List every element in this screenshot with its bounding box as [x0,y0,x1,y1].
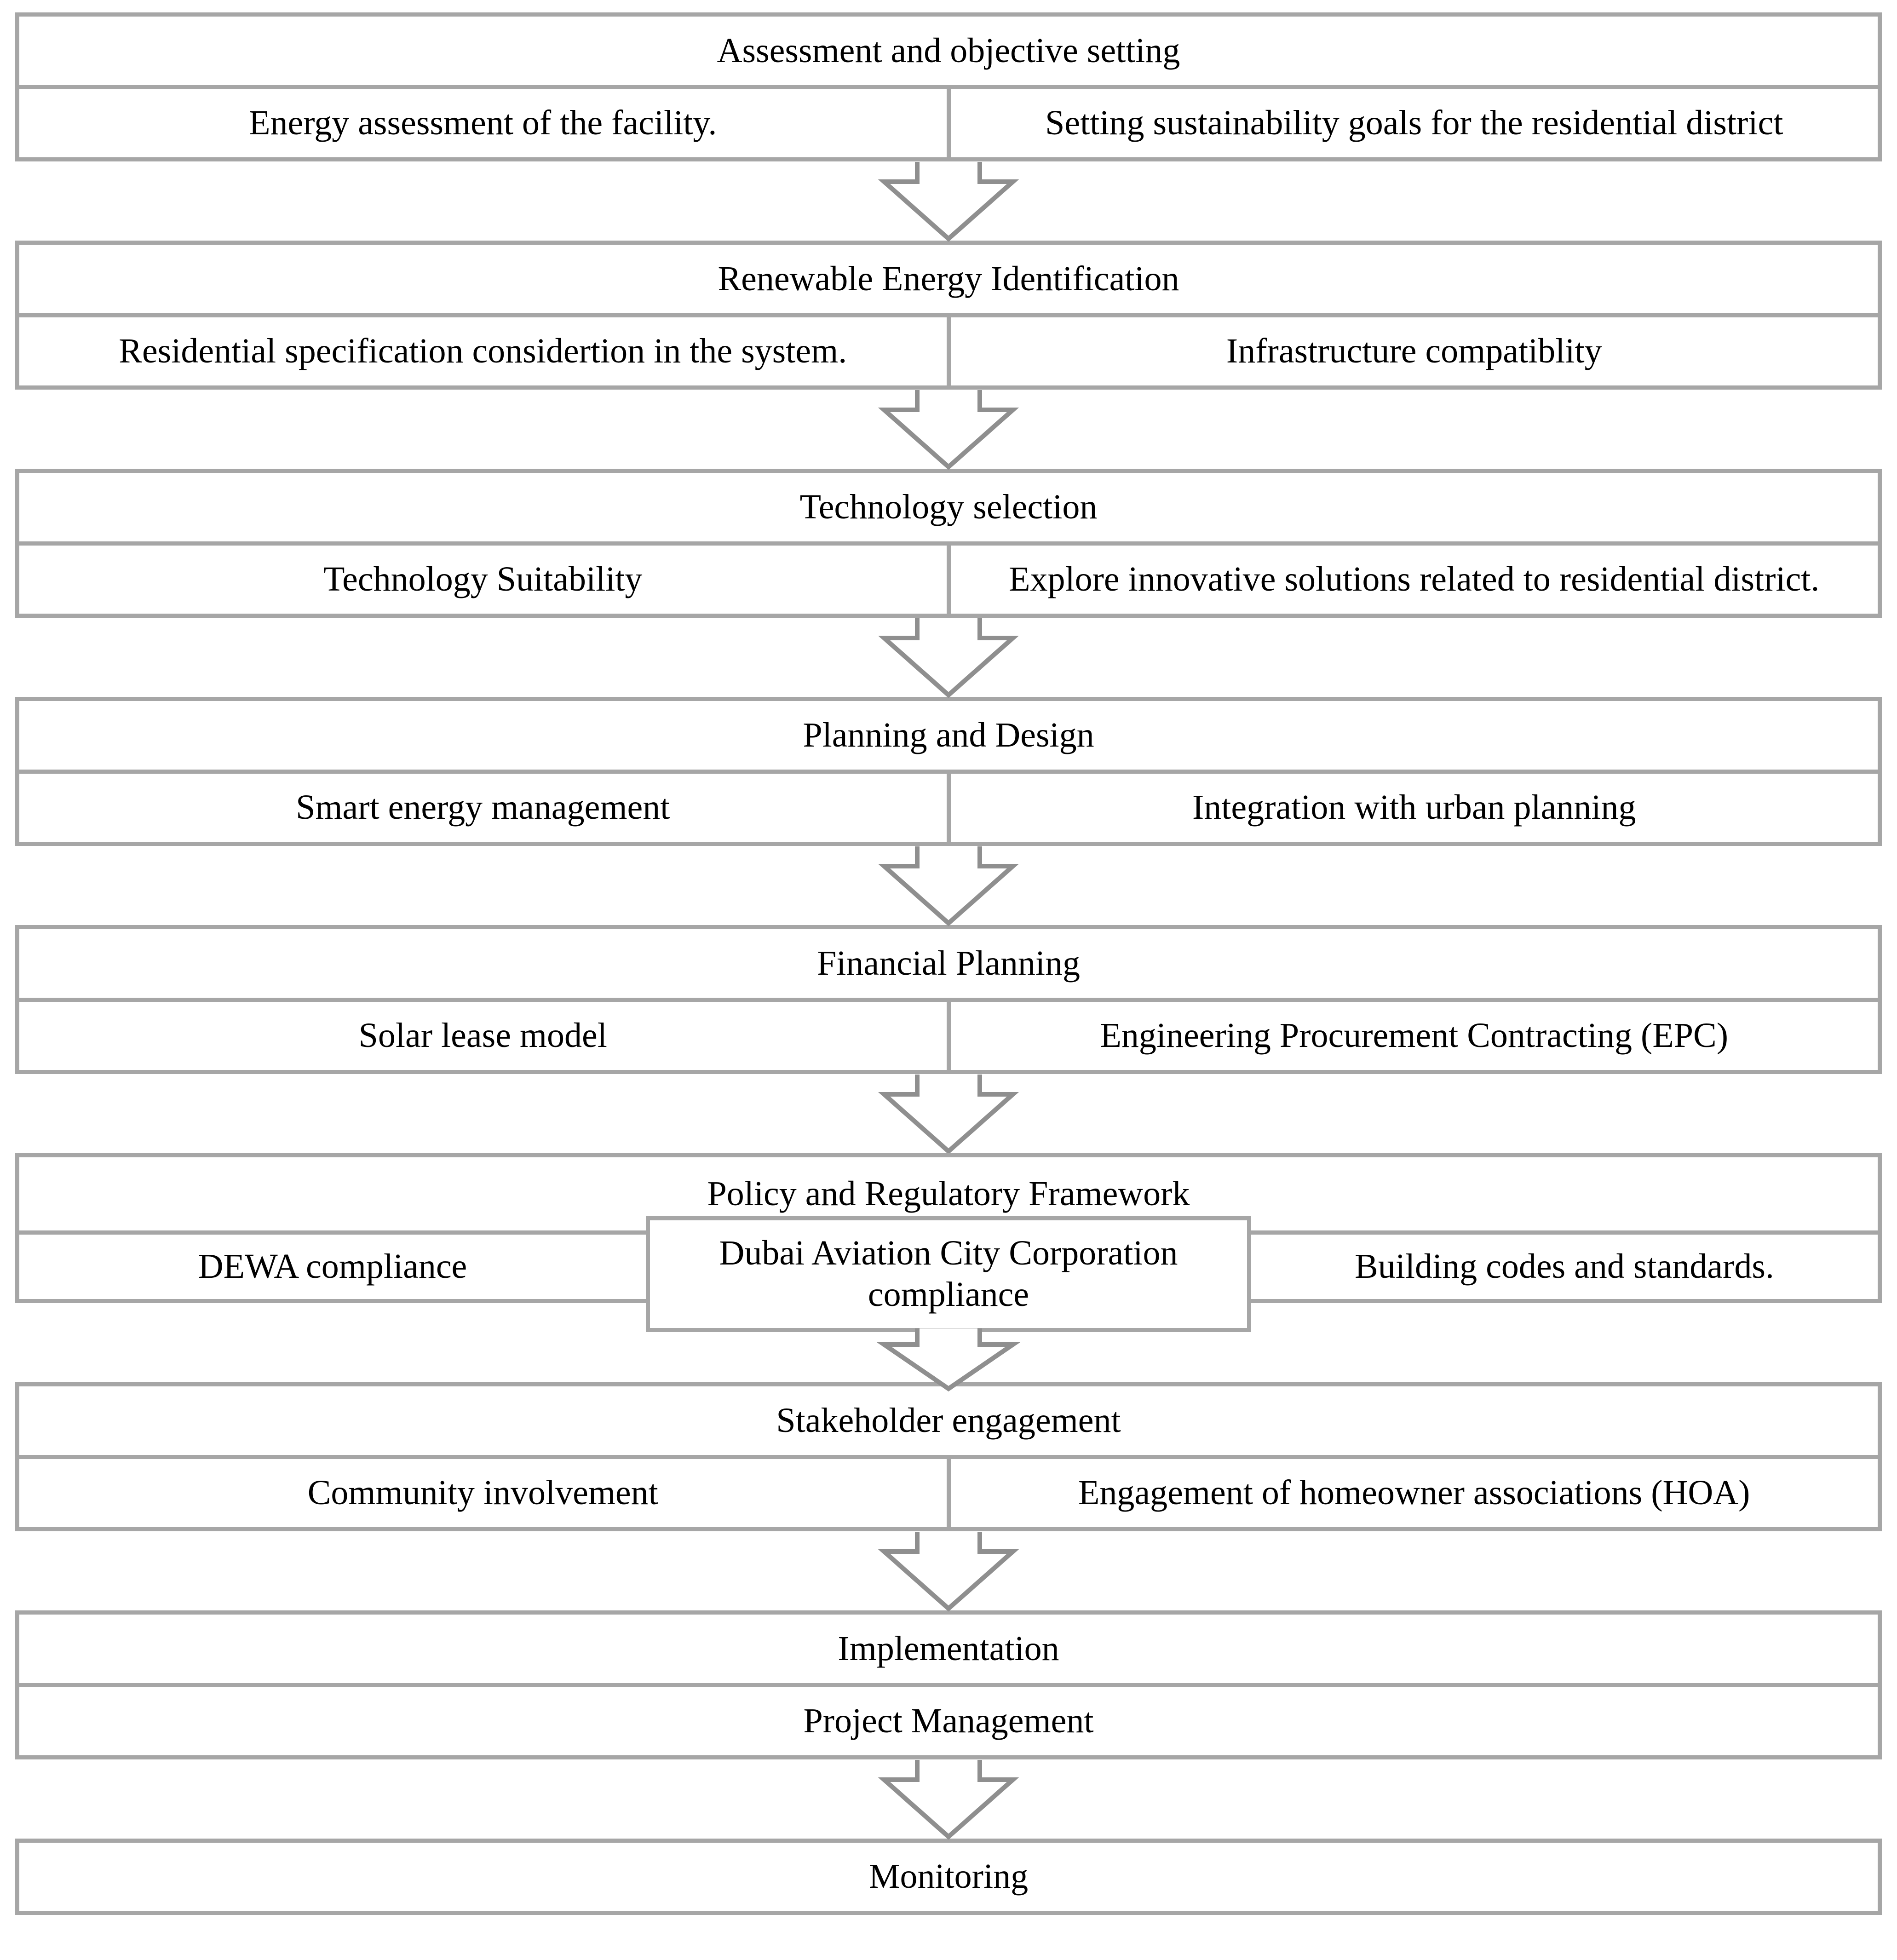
stage-financial-planning-title: Financial Planning [19,929,1878,1002]
down-arrow-icon [878,846,1019,926]
stage-renewable-identification-box: Renewable Energy Identification Resident… [15,241,1882,390]
cell-sustainability-goals: Setting sustainability goals for the res… [946,89,1878,157]
stage-assessment-cells: Energy assessment of the facility. Setti… [19,89,1878,157]
cell-smart-energy-management: Smart energy management [296,788,670,827]
stage-technology-selection-box: Technology selection Technology Suitabil… [15,469,1882,618]
cell-energy-assessment: Energy assessment of the facility. [249,103,717,143]
cell-epc: Engineering Procurement Contracting (EPC… [946,1002,1878,1070]
down-arrow-icon [878,1075,1019,1155]
stage-policy-framework-cells: DEWA compliance Building codes and stand… [19,1235,1878,1299]
down-arrow-icon [876,1328,1021,1392]
stage-implementation-box: Implementation Project Management [15,1610,1882,1759]
stage-planning-design-title: Planning and Design [19,701,1878,774]
down-arrow-icon [878,1532,1019,1612]
cell-dewa-compliance: DEWA compliance [198,1247,467,1286]
stage-planning-design-cells: Smart energy management Integration with… [19,774,1878,842]
down-arrow-icon [878,162,1019,242]
stage-technology-selection-title: Technology selection [19,473,1878,546]
stage-assessment-box: Assessment and objective setting Energy … [15,12,1882,161]
stage-assessment-title: Assessment and objective setting [19,17,1878,89]
stage-technology-selection-cells: Technology Suitability Explore innovativ… [19,546,1878,614]
stage-renewable-identification-cells: Residential specification considertion i… [19,317,1878,385]
cell-building-codes: Building codes and standards. [1355,1247,1774,1286]
stage-stakeholder-engagement-cells: Community involvement Engagement of home… [19,1459,1878,1527]
cell-project-management: Project Management [803,1701,1094,1741]
cell-hoa-engagement: Engagement of homeowner associations (HO… [946,1459,1878,1527]
cell-infrastructure-compatibility: Infrastructure compatiblity [946,317,1878,385]
overlay-box-dacc-compliance: Dubai Aviation City Corporation complian… [646,1216,1251,1332]
stage-renewable-identification-title: Renewable Energy Identification [19,245,1878,317]
stage-monitoring-box: Monitoring [15,1839,1882,1915]
stage-policy-framework-box: Policy and Regulatory Framework DEWA com… [15,1153,1882,1392]
stage-implementation-title: Implementation [19,1615,1878,1687]
cell-solar-lease-model: Solar lease model [358,1016,607,1055]
down-arrow-icon [878,618,1019,698]
down-arrow-icon [878,390,1019,470]
stage-financial-planning-box: Financial Planning Solar lease model Eng… [15,925,1882,1074]
cell-technology-suitability: Technology Suitability [323,560,643,599]
stage-planning-design-box: Planning and Design Smart energy managem… [15,697,1882,846]
cell-community-involvement: Community involvement [307,1473,658,1512]
stage-monitoring-title: Monitoring [868,1857,1029,1896]
down-arrow-icon [878,1760,1019,1840]
stage-financial-planning-cells: Solar lease model Engineering Procuremen… [19,1002,1878,1070]
cell-innovative-solutions: Explore innovative solutions related to … [946,546,1878,614]
cell-residential-specification: Residential specification considertion i… [119,332,847,371]
cell-urban-planning-integration: Integration with urban planning [946,774,1878,842]
stage-implementation-cells: Project Management [19,1687,1878,1755]
stage-stakeholder-engagement-title: Stakeholder engagement [19,1386,1878,1459]
stage-stakeholder-engagement-box: Stakeholder engagement Community involve… [15,1382,1882,1531]
